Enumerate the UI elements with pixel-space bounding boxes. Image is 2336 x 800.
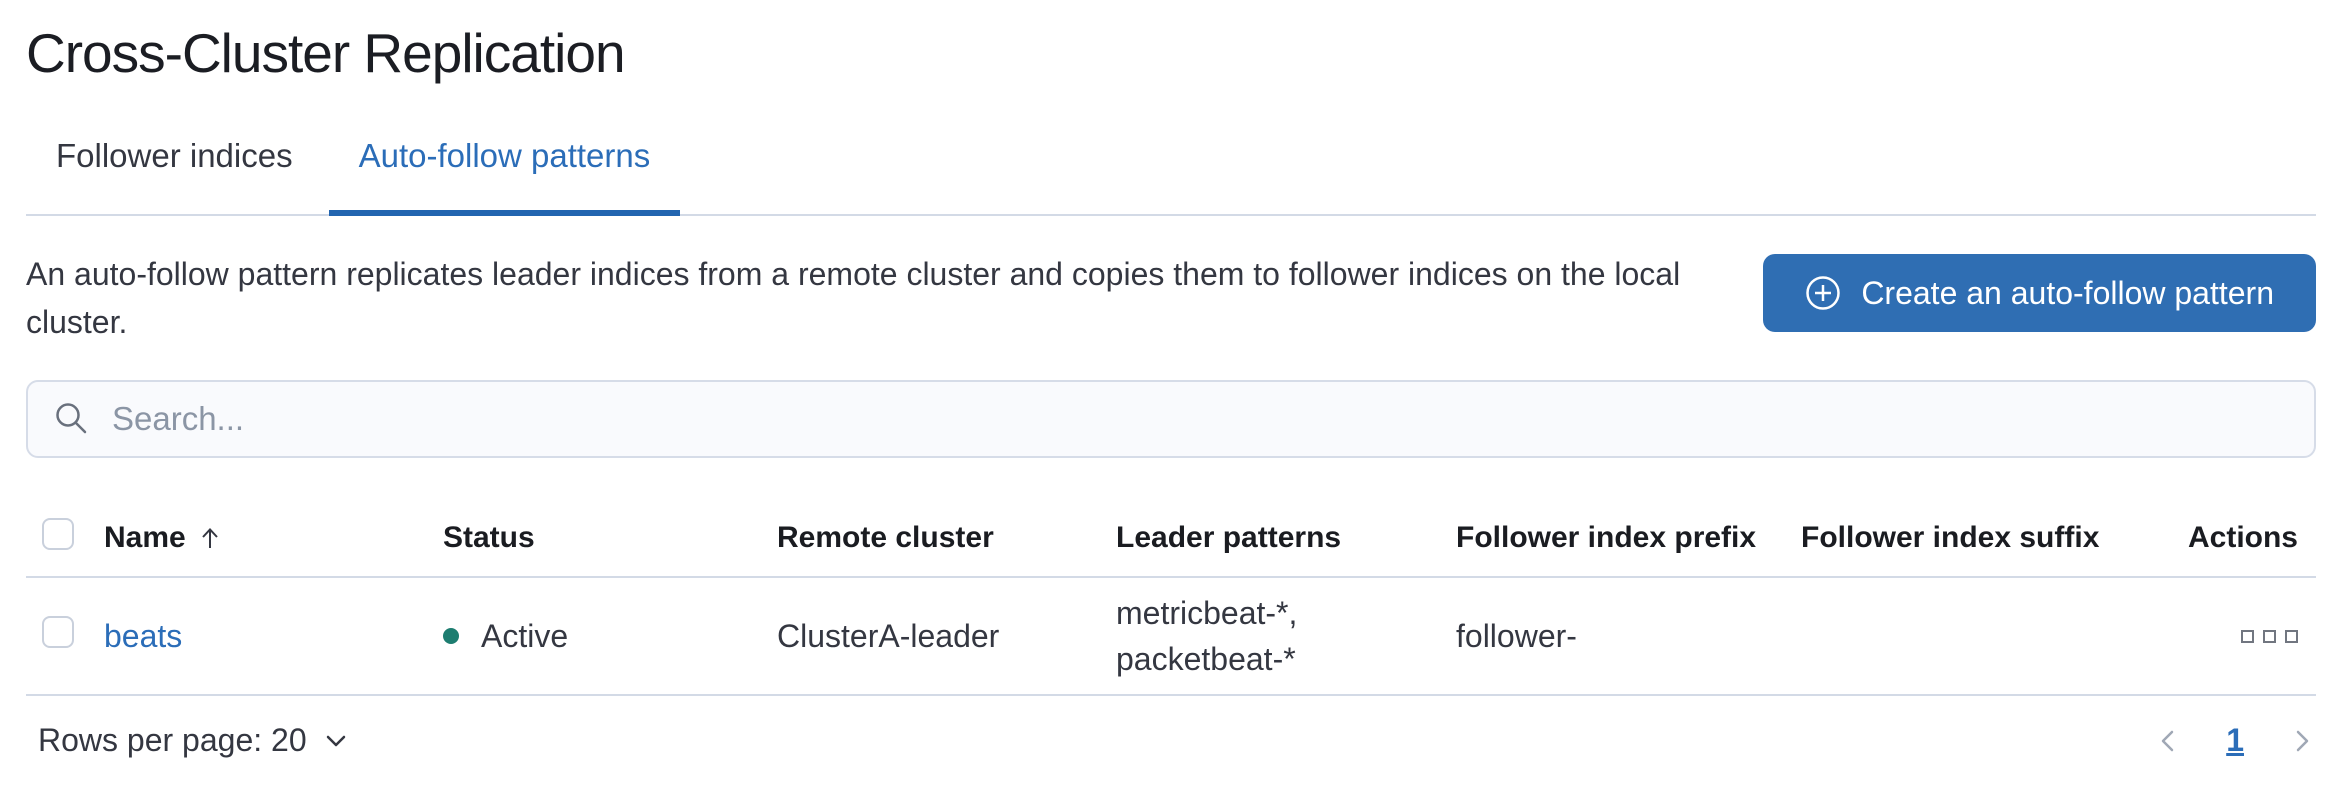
create-auto-follow-pattern-button[interactable]: Create an auto-follow pattern [1763,254,2316,332]
table-footer: Rows per page: 20 1 [26,722,2316,759]
page-number-1[interactable]: 1 [2226,722,2244,758]
search-icon [56,403,87,434]
tab-follower-indices[interactable]: Follower indices [56,137,293,174]
column-header-name[interactable]: Name [104,521,443,555]
page-description: An auto-follow pattern replicates leader… [26,256,1681,340]
auto-follow-patterns-table: Name Status Remote cluster Leader patter… [26,500,2316,696]
boxes-horizontal-icon [2241,629,2254,643]
rows-per-page-label: Rows per page: 20 [38,722,307,758]
previous-page-button[interactable] [2154,726,2184,756]
pagination: 1 [2154,722,2316,759]
leader-pattern-line: metricbeat-*, [1116,595,1298,631]
chevron-right-icon [2296,730,2309,751]
column-header-follower-index-prefix: Follower index prefix [1456,521,1757,554]
status-label: Active [481,617,569,654]
chevron-down-icon [326,735,345,746]
status-cell: Active [443,618,777,655]
tab-auto-follow-patterns[interactable]: Auto-follow patterns [328,120,681,216]
remote-cluster-cell: ClusterA-leader [777,617,1000,654]
plus-in-circle-icon [1806,276,1841,310]
column-header-actions: Actions [2187,521,2298,554]
follower-index-prefix-cell: follower- [1456,617,1577,654]
intro-section: An auto-follow pattern replicates leader… [26,250,2316,346]
table-header-row: Name Status Remote cluster Leader patter… [26,500,2316,578]
leader-patterns-cell: metricbeat-*, packetbeat-* [1116,590,1456,682]
pattern-name-link[interactable]: beats [104,617,183,654]
column-header-remote-cluster: Remote cluster [777,521,994,554]
column-header-follower-index-suffix: Follower index suffix [1801,521,2100,554]
select-all-checkbox[interactable] [42,518,74,550]
rows-per-page-selector[interactable]: Rows per page: 20 [38,722,351,759]
search-input[interactable] [112,400,2288,438]
table-row: beats Active ClusterA-leader metricbeat-… [26,578,2316,696]
status-active-dot-icon [443,628,459,644]
page-title: Cross-Cluster Replication [26,22,626,84]
column-header-status: Status [443,521,535,554]
search-bar [26,380,2316,458]
tab-bar: Follower indices Auto-follow patterns [26,120,2316,216]
sort-ascending-icon [201,528,218,548]
row-actions-button[interactable] [2241,629,2298,643]
leader-pattern-line: packetbeat-* [1116,641,1296,677]
chevron-left-icon [2161,730,2174,751]
column-header-leader-patterns: Leader patterns [1116,521,1342,554]
create-button-label: Create an auto-follow pattern [1861,274,2274,311]
next-page-button[interactable] [2286,726,2316,756]
select-row-checkbox[interactable] [42,616,74,648]
